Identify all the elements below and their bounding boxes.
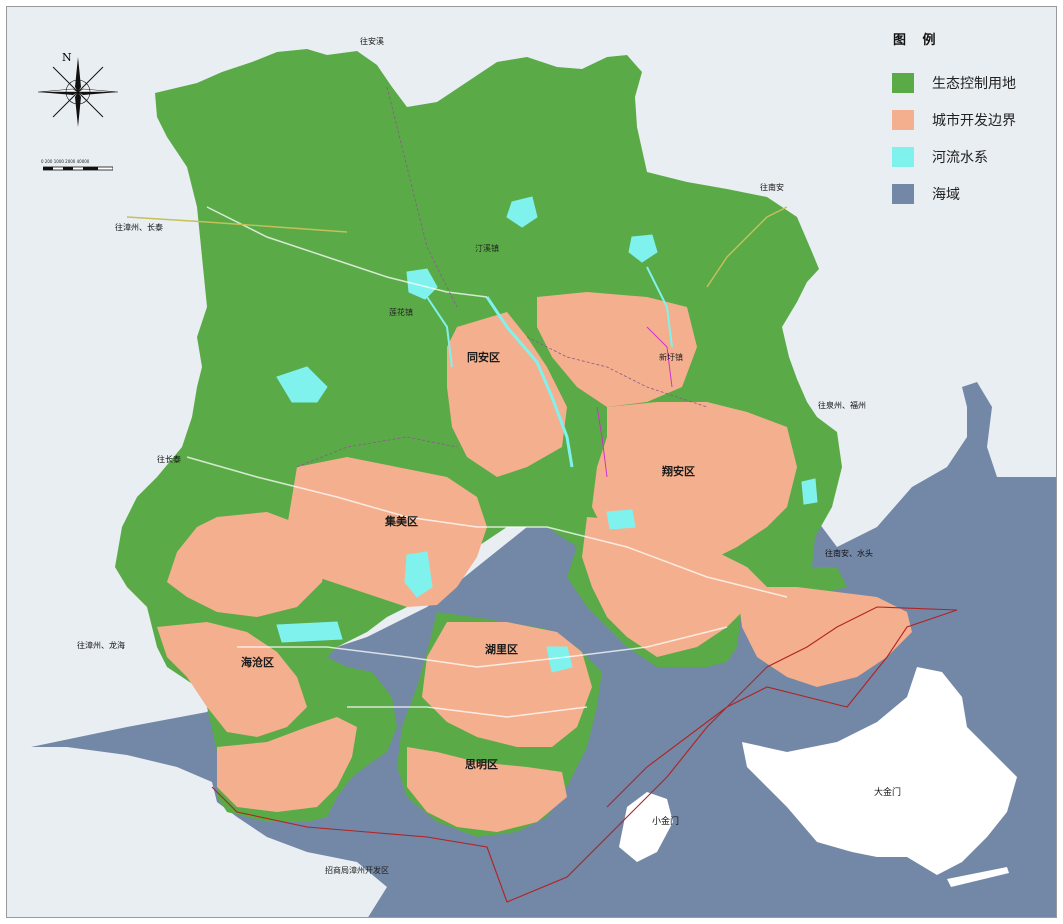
highway-lines: [126, 206, 788, 288]
destination-anxi: 往安溪: [360, 37, 384, 46]
urban-boundary-zones: [157, 292, 912, 832]
xiaojinmen-island: [619, 792, 673, 862]
district-label-siming: 思明区: [465, 758, 498, 771]
island-label-dajinmen: 大金门: [874, 788, 902, 798]
north-label: N: [62, 51, 72, 64]
legend-swatch-eco: [892, 73, 914, 93]
scale-bar-icon: [43, 166, 113, 171]
sea-boundary-line: [211, 606, 958, 903]
island-label-xiaojinmen: 小金门: [652, 817, 680, 827]
north-arrow-compass-icon: [37, 57, 119, 127]
map-canvas: [7, 49, 1056, 917]
map-frame: N 0 200 1000 2000 40000 同安区 集美区 翔安区 海沧区 …: [6, 6, 1057, 918]
legend-item-water: 河流水系: [879, 146, 1049, 168]
destination-changtai: 往长泰: [157, 455, 181, 464]
town-label-tingxi: 汀溪镇: [475, 244, 499, 253]
district-label-jimei: 集美区: [385, 515, 418, 528]
legend-title: 图 例: [893, 33, 942, 48]
town-label-lianhua: 莲花镇: [389, 308, 413, 317]
legend-label: 海域: [932, 187, 960, 203]
legend-label: 河流水系: [932, 150, 988, 166]
district-boundaries: [296, 86, 708, 468]
town-label-xinxu: 新圩镇: [659, 353, 683, 362]
road-network: [186, 206, 788, 718]
legend-swatch-urban: [892, 110, 914, 130]
purple-boundary: [596, 326, 673, 478]
map-legend: 图 例 生态控制用地 城市开发边界 河流水系 海域: [879, 29, 1049, 220]
district-label-tongan: 同安区: [467, 351, 500, 364]
district-label-xiangan: 翔安区: [662, 465, 695, 478]
dajinmen-spit: [947, 867, 1009, 887]
destination-zhangzhou-changtai: 往漳州、长泰: [115, 223, 163, 232]
destination-zhangzhou-longhai: 往漳州、龙海: [77, 641, 125, 650]
legend-item-eco: 生态控制用地: [879, 72, 1049, 94]
legend-label: 城市开发边界: [932, 113, 1016, 129]
dajinmen-island: [742, 667, 1017, 875]
destination-nanan: 往南安: [760, 183, 784, 192]
legend-swatch-sea: [892, 184, 914, 204]
scale-bar-labels: 0 200 1000 2000 40000: [41, 159, 90, 164]
destination-quanzhou-fuzhou: 往泉州、福州: [818, 401, 866, 410]
district-label-huli: 湖里区: [485, 643, 518, 656]
legend-item-sea: 海域: [879, 183, 1049, 205]
district-label-haicang: 海沧区: [241, 656, 274, 669]
legend-item-urban: 城市开发边界: [879, 109, 1049, 131]
destination-nanan-shuitou: 往南安、水头: [825, 549, 873, 558]
zone-label-zhaoshangju: 招商局漳州开发区: [325, 866, 389, 875]
estuary-island: [7, 777, 187, 807]
legend-swatch-water: [892, 147, 914, 167]
legend-label: 生态控制用地: [932, 76, 1016, 92]
river-water-system: [276, 196, 818, 673]
